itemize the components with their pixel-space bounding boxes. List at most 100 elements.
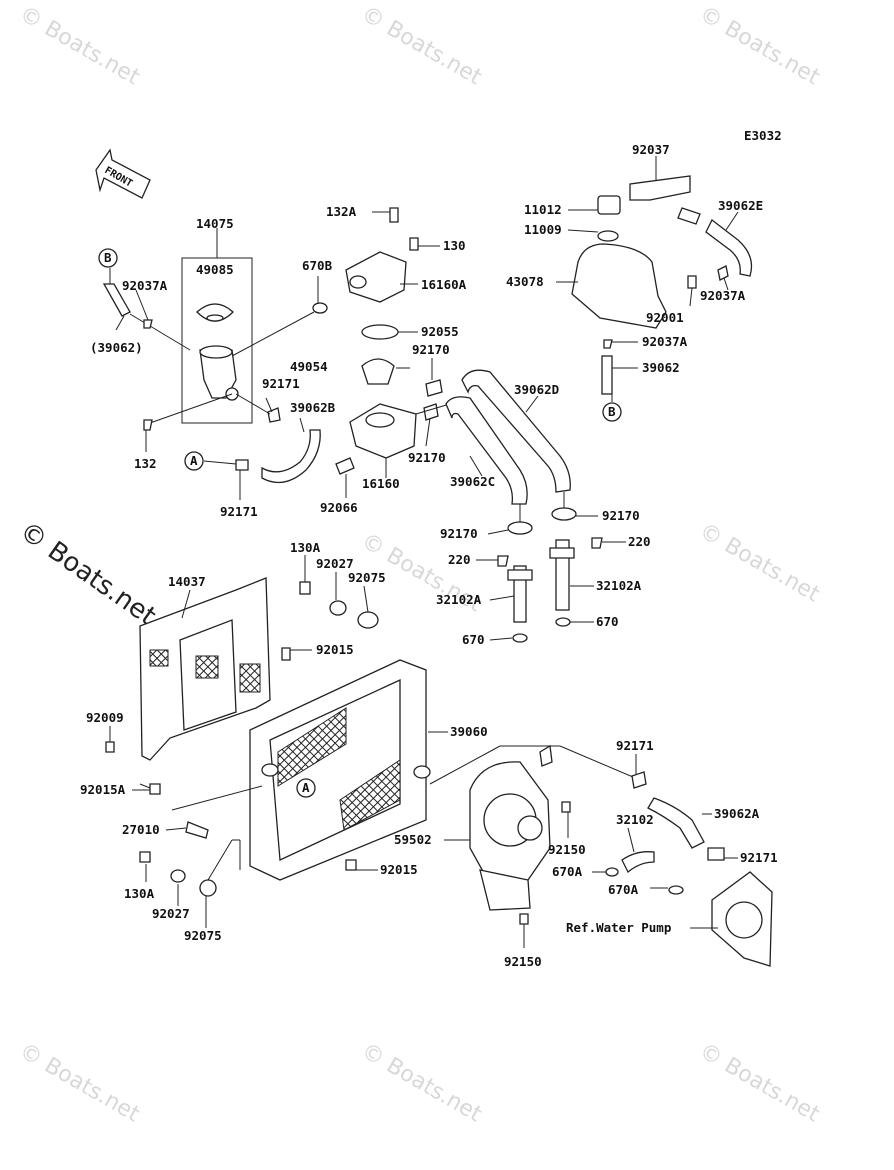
watermark-top-right: © Boats.net: [695, 2, 824, 91]
o-ring-670b-icon: [312, 302, 328, 314]
label-59502: 59502: [394, 832, 432, 847]
label-43078: 43078: [506, 274, 544, 289]
marker-a-top: [184, 451, 204, 471]
marker-b-top: [98, 248, 118, 268]
watermark-bottom-left: © Boats.net: [15, 1039, 144, 1128]
label-39062: 39062: [642, 360, 680, 375]
label-92009: 92009: [86, 710, 124, 725]
label-670-right: 670: [596, 614, 619, 629]
label-132a: 132A: [326, 204, 357, 219]
hose-39062a-icon: [647, 797, 705, 849]
label-92066: 92066: [320, 500, 358, 515]
pipe-32102-icon: [621, 851, 655, 874]
label-92170-mid: 92170: [408, 450, 446, 465]
label-92037a-right: 92037A: [700, 288, 746, 303]
filler-neck-group: [102, 228, 328, 484]
label-39060: 39060: [450, 724, 488, 739]
label-92075-bottom: 92075: [184, 928, 222, 943]
filler-neck-icon: [199, 349, 237, 399]
reservoir-cap-icon: [597, 195, 621, 215]
hose-39062e-icon: [705, 219, 753, 277]
bracket-92037-icon: [629, 175, 691, 201]
markers: B B A A: [98, 248, 622, 798]
label-92170-left: 92170: [440, 526, 478, 541]
thermostat-housing-icon: [349, 403, 417, 459]
label-92055: 92055: [421, 324, 459, 339]
label-49085: 49085: [196, 262, 234, 277]
label-11009: 11009: [524, 222, 562, 237]
radiator-shroud: [105, 577, 271, 795]
marker-a-bottom-label: A: [302, 780, 310, 795]
marker-a-top-label: A: [190, 453, 198, 468]
label-92001: 92001: [646, 310, 684, 325]
label-14075: 14075: [196, 216, 234, 231]
label-92171-right: 92171: [740, 850, 778, 865]
watermark-bottom-right: © Boats.net: [695, 1039, 824, 1128]
watermark-middle-right: © Boats.net: [695, 519, 824, 608]
label-130a-top: 130A: [290, 540, 321, 555]
watermark-dark-left: © Boats.net: [14, 516, 161, 632]
thermostat-cover-icon: [345, 251, 407, 303]
label-130a-bottom: 130A: [124, 886, 155, 901]
label-32102a-right: 32102A: [596, 578, 642, 593]
label-92150-top: 92150: [548, 842, 586, 857]
label-92170-right: 92170: [602, 508, 640, 523]
label-39062-paren: (39062): [90, 340, 143, 355]
label-92170-top: 92170: [412, 342, 450, 357]
reservoir-tank-icon: [571, 243, 667, 329]
label-ref-water-pump: Ref.Water Pump: [566, 920, 671, 935]
label-16160: 16160: [362, 476, 400, 491]
label-220-left: 220: [448, 552, 471, 567]
label-670-left: 670: [462, 632, 485, 647]
hose-39062b-icon: [261, 429, 321, 484]
marker-b-right: [602, 402, 622, 422]
label-92150-bottom: 92150: [504, 954, 542, 969]
thermostat-icon: [361, 358, 395, 385]
label-92015-bottom: 92015: [380, 862, 418, 877]
marker-b-right-label: B: [608, 404, 616, 419]
leader-lines: [109, 156, 739, 948]
label-39062e: 39062E: [718, 198, 763, 213]
label-39062d: 39062D: [514, 382, 559, 397]
label-39062a: 39062A: [714, 806, 760, 821]
marker-a-bottom: [296, 778, 316, 798]
label-11012: 11012: [524, 202, 562, 217]
label-670b: 670B: [302, 258, 333, 273]
label-92037: 92037: [632, 142, 670, 157]
water-pump-group: [429, 744, 773, 967]
label-92171-mid: 92171: [616, 738, 654, 753]
diagram-code: E3032: [744, 128, 782, 143]
marker-b-top-label: B: [104, 250, 112, 265]
label-16160a: 16160A: [421, 277, 467, 292]
label-92171-upper: 92171: [262, 376, 300, 391]
label-39062c: 39062C: [450, 474, 495, 489]
hose-39062c-icon: [445, 396, 528, 505]
label-32102a-left: 32102A: [436, 592, 482, 607]
label-92037a-left: 92037A: [122, 278, 168, 293]
label-92027-bottom: 92027: [152, 906, 190, 921]
label-27010: 27010: [122, 822, 160, 837]
thermostat-group: [335, 207, 471, 478]
label-92075-top: 92075: [348, 570, 386, 585]
label-39062b: 39062B: [290, 400, 336, 415]
label-130: 130: [443, 238, 466, 253]
label-92027-top: 92027: [316, 556, 354, 571]
label-132: 132: [134, 456, 157, 471]
part-labels: 14075 49085 670B 132A 130 16160A 92055 9…: [80, 142, 778, 969]
reservoir-group: [571, 175, 753, 395]
watermark-bottom-center: © Boats.net: [357, 1039, 486, 1128]
label-92015a: 92015A: [80, 782, 126, 797]
label-670a-left: 670A: [552, 864, 583, 879]
label-92037a-lower: 92037A: [642, 334, 688, 349]
watermarks: © Boats.net © Boats.net © Boats.net © Bo…: [14, 2, 824, 1128]
radiator: [139, 581, 431, 897]
pipes-32102a: [497, 537, 603, 643]
label-49054: 49054: [290, 359, 328, 374]
watermark-top-center: © Boats.net: [357, 2, 486, 91]
label-92015-top: 92015: [316, 642, 354, 657]
watermark-top-left: © Boats.net: [15, 2, 144, 91]
front-arrow: FRONT: [95, 148, 151, 199]
label-32102: 32102: [616, 812, 654, 827]
